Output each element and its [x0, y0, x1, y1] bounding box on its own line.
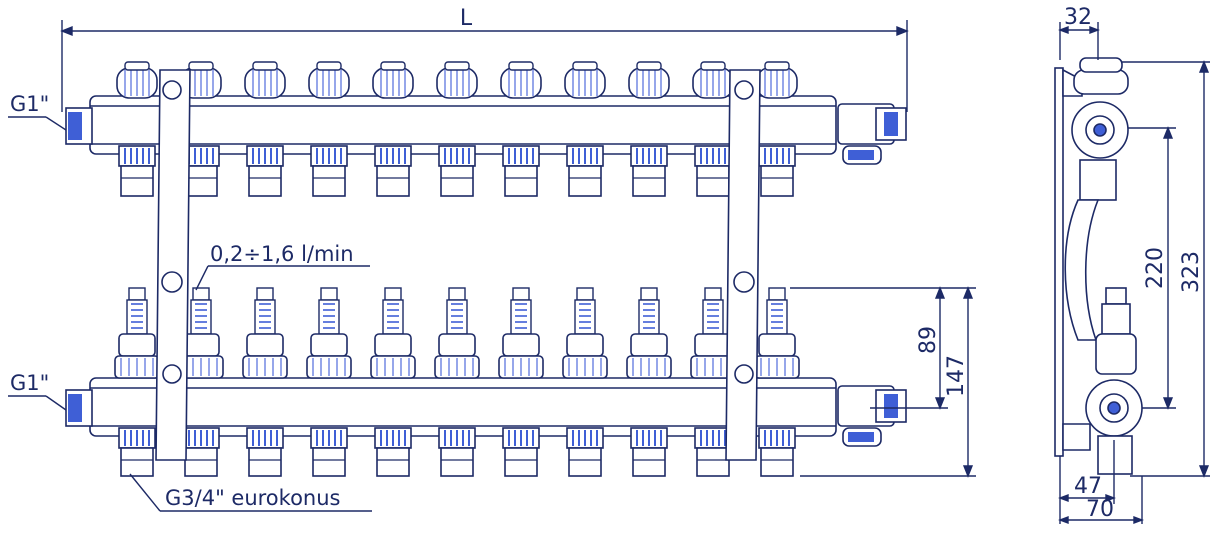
flowmeter — [306, 287, 352, 379]
outlet-upper — [438, 145, 476, 197]
outlet-upper — [502, 145, 540, 197]
dim-89 — [790, 286, 948, 410]
dim-70 — [1058, 476, 1144, 525]
flowmeter — [754, 287, 800, 379]
dim-323 — [1122, 60, 1210, 478]
thermo-valve-cap — [628, 61, 670, 99]
outlet-lower — [438, 427, 476, 477]
flowmeter — [370, 287, 416, 379]
outlet-lower — [566, 427, 604, 477]
outlet-leader — [129, 473, 372, 512]
dim-70-label: 70 — [1086, 497, 1114, 522]
flowmeter-leader — [195, 265, 370, 291]
thermo-valve-cap — [372, 61, 414, 99]
outlet-upper — [246, 145, 284, 197]
flowmeter — [242, 287, 288, 379]
outlet-upper — [694, 145, 732, 197]
inlet-thread-top-label: G1" — [10, 92, 49, 116]
mounting-bracket-right — [725, 69, 761, 461]
side-view — [1054, 57, 1143, 475]
inlet-thread-bottom-label: G1" — [10, 371, 49, 395]
thermo-valve-cap — [692, 61, 734, 99]
outlet-lower — [182, 427, 220, 477]
thermo-valve-cap — [500, 61, 542, 99]
lower-rail — [65, 377, 907, 447]
flowmeter — [434, 287, 480, 379]
flowmeter-range-label: 0,2÷1,6 l/min — [210, 242, 354, 266]
dim-323-label: 323 — [1179, 251, 1204, 293]
length-dimension — [60, 20, 909, 112]
flowmeter — [562, 287, 608, 379]
inlet-leader-bottom — [8, 395, 67, 411]
outlet-lower — [246, 427, 284, 477]
thermo-valve-cap — [244, 61, 286, 99]
mounting-bracket-left — [155, 69, 191, 461]
outlet-upper — [758, 145, 796, 197]
thermo-valve-cap — [564, 61, 606, 99]
dim-147-label: 147 — [944, 355, 969, 397]
outlet-lower — [310, 427, 348, 477]
outlet-lower — [502, 427, 540, 477]
dim-89-label: 89 — [916, 326, 941, 354]
upper-rail — [65, 95, 907, 165]
thermo-valve-cap — [436, 61, 478, 99]
outlet-upper — [118, 145, 156, 197]
outlet-lower — [118, 427, 156, 477]
outlet-connection-label: G3/4" eurokonus — [165, 486, 340, 510]
dim-220-label: 220 — [1143, 247, 1168, 289]
dim-47 — [1058, 440, 1116, 524]
outlet-lower — [758, 427, 796, 477]
thermo-valve-cap — [756, 61, 798, 99]
thermo-valve-cap — [308, 61, 350, 99]
flowmeter — [626, 287, 672, 379]
dim-220 — [1128, 126, 1176, 410]
flowmeter — [114, 287, 160, 379]
dim-47-label: 47 — [1074, 474, 1102, 499]
outlet-upper — [374, 145, 412, 197]
dim-32 — [1058, 22, 1100, 60]
flowmeter-row — [114, 287, 800, 477]
thermo-valve-cap — [116, 61, 158, 99]
flowmeter — [498, 287, 544, 379]
inlet-leader-top — [8, 116, 67, 131]
outlet-lower — [374, 427, 412, 477]
dim-147 — [800, 286, 976, 478]
outlet-upper — [566, 145, 604, 197]
outlet-upper — [310, 145, 348, 197]
thermo-valve-cap — [180, 61, 222, 99]
dim-32-label: 32 — [1064, 5, 1092, 30]
upper-valve-row — [116, 61, 798, 197]
length-label: L — [460, 6, 473, 31]
outlet-lower — [630, 427, 668, 477]
outlet-upper — [630, 145, 668, 197]
